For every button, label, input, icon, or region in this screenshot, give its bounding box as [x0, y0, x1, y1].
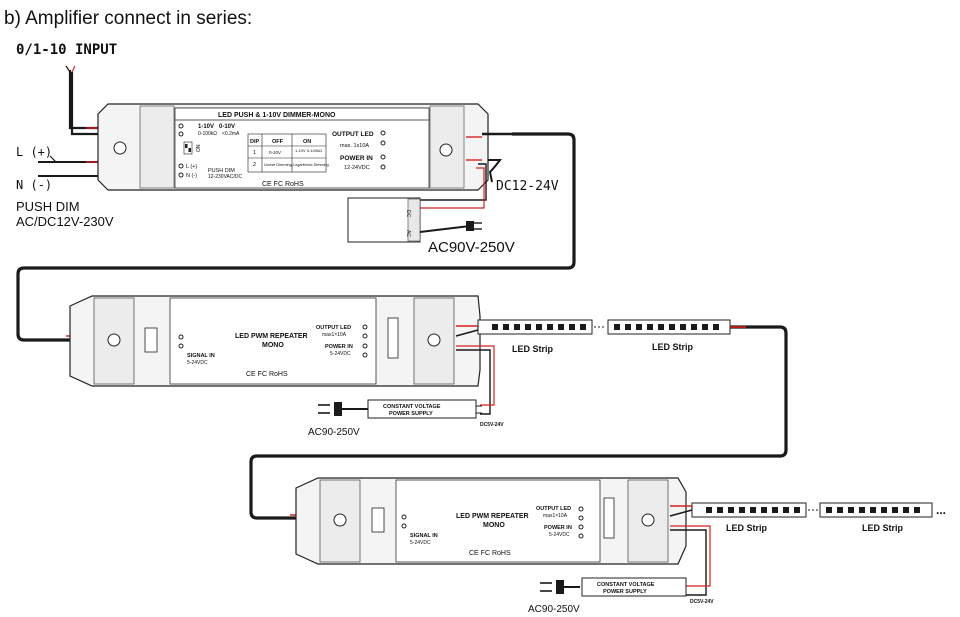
- dimmer-push-dim: PUSH DIM: [208, 168, 235, 174]
- repeater-1-power-in: POWER IN: [325, 344, 353, 350]
- dimmer-output-led: OUTPUT LED: [332, 131, 374, 138]
- dimmer-input-terminals: [178, 123, 184, 178]
- diagram-title: b) Amplifier connect in series:: [4, 8, 252, 29]
- dimmer-cert: CE FC RoHS: [262, 181, 304, 188]
- dimmer-l-terminal: L (+): [186, 164, 197, 170]
- dc-output-2: DC5V-24V: [690, 599, 714, 605]
- dimmer-push-voltage: 12-230VAC/DC: [208, 174, 242, 180]
- dimmer-mount-hole-left: [113, 141, 127, 155]
- repeater-2-title-2: MONO: [483, 522, 505, 529]
- repeater-1-title-1: LED PWM REPEATER: [235, 333, 308, 340]
- cv-psu-1-line1: CONSTANT VOLTAGE: [383, 404, 441, 410]
- push-dim-wires: [38, 155, 98, 177]
- l-plus-label: L (+): [16, 145, 52, 159]
- dip-row1-off: 0-10V: [269, 150, 281, 155]
- dimmer-power-voltage: 12-24VDC: [344, 165, 370, 171]
- led-strip-2a: [691, 502, 807, 518]
- dip-table: [247, 133, 327, 173]
- strip-continuation: ...: [936, 503, 946, 517]
- ac-input-2: AC90-250V: [528, 604, 580, 615]
- repeater-1-cert: CE FC RoHS: [246, 371, 288, 378]
- dip-switch: [183, 141, 193, 155]
- dimmer-title: LED PUSH & 1-10V DIMMER-MONO: [218, 112, 336, 119]
- led-strip-label-2b: LED Strip: [862, 523, 904, 533]
- signal-cable-1: [16, 132, 576, 342]
- input-signal-wire: [65, 65, 98, 136]
- led-strip-1a: [477, 319, 593, 335]
- repeater-1-signal-voltage: 5-24VDC: [187, 360, 208, 366]
- cv-psu-2: [540, 577, 687, 597]
- dimmer-output-terminals: [380, 130, 386, 170]
- input-range-b: 0-10V: [219, 124, 235, 130]
- input-range-c: 0-100kΩ: [198, 131, 217, 137]
- repeater-1-signal-in: SIGNAL IN: [187, 353, 215, 359]
- repeater-2-device: [295, 477, 687, 565]
- dc-output-1: DC5V-24V: [480, 422, 504, 428]
- signal-cable-2: [249, 325, 788, 520]
- dimmer-output-max: max. 1x10A: [340, 143, 369, 149]
- led-strip-1b: [607, 319, 731, 335]
- dip-header-dip: DIP: [250, 139, 260, 145]
- repeater-1-output-led: OUTPUT LED: [316, 325, 351, 331]
- repeater-2-title-1: LED PWM REPEATER: [456, 513, 529, 520]
- psu-dc-pin: DC: [405, 210, 411, 218]
- led-strip-label-1b: LED Strip: [652, 342, 694, 352]
- repeater-2-power-voltage: 5-24VDC: [549, 532, 570, 538]
- dip-row2-off: Linear Dimming: [264, 162, 292, 167]
- repeater-1-device: [69, 295, 481, 387]
- dip-row1-num: 1: [253, 150, 256, 156]
- cv-psu-2-line2: POWER SUPPLY: [603, 589, 647, 595]
- dip-header-off: OFF: [272, 139, 284, 145]
- dimmer-n-terminal: N (-): [186, 173, 197, 179]
- input-range-a: 1-10V: [198, 124, 214, 130]
- repeater-2-power-in: POWER IN: [544, 525, 572, 531]
- led-strip-2b: [819, 502, 933, 518]
- ac-input-1: AC90-250V: [308, 427, 360, 438]
- dip-on-label: ON: [196, 144, 202, 152]
- repeater-2-output-led: OUTPUT LED: [536, 506, 571, 512]
- repeater-2-signal-voltage: 5-24VDC: [410, 540, 431, 546]
- top-power-supply: [347, 197, 482, 243]
- input-range-d: <0.2mA: [222, 131, 240, 137]
- dip-row1-on: 1-10V 0-100kΩ: [295, 148, 322, 153]
- repeater-1-power-voltage: 5-24VDC: [330, 351, 351, 357]
- push-dim-label: PUSH DIM: [16, 199, 80, 214]
- psu-ac-pin: AC: [405, 230, 411, 237]
- cv-psu-1: [318, 399, 482, 419]
- dip-header-on: ON: [303, 139, 311, 145]
- repeater-2-signal-in: SIGNAL IN: [410, 533, 438, 539]
- repeater-2-output-max: max1×10A: [543, 513, 568, 519]
- n-minus-label: N (-): [16, 178, 52, 192]
- push-dim-voltage: AC/DC12V-230V: [16, 214, 114, 229]
- repeater-1-output-max: max1×10A: [322, 332, 347, 338]
- led-strip-label-1a: LED Strip: [512, 344, 554, 354]
- dc12-24v-label: DC12-24V: [496, 179, 559, 194]
- cv-psu-1-line2: POWER SUPPLY: [389, 411, 433, 417]
- repeater-2-cert: CE FC RoHS: [469, 550, 511, 557]
- dimmer-power-in: POWER IN: [340, 155, 373, 162]
- led-strip-label-2a: LED Strip: [726, 523, 768, 533]
- ac90v-250v-label: AC90V-250V: [428, 239, 515, 256]
- input-label: 0/1-10 INPUT: [16, 42, 117, 58]
- dip-row2-num: 2: [253, 162, 256, 168]
- cv-psu-2-line1: CONSTANT VOLTAGE: [597, 582, 655, 588]
- dimmer-output-wires: [420, 132, 512, 209]
- dip-row2-on: Logarithmic Dimming: [293, 163, 329, 167]
- repeater-1-title-2: MONO: [262, 342, 284, 349]
- dimmer-mount-hole-right: [439, 143, 453, 157]
